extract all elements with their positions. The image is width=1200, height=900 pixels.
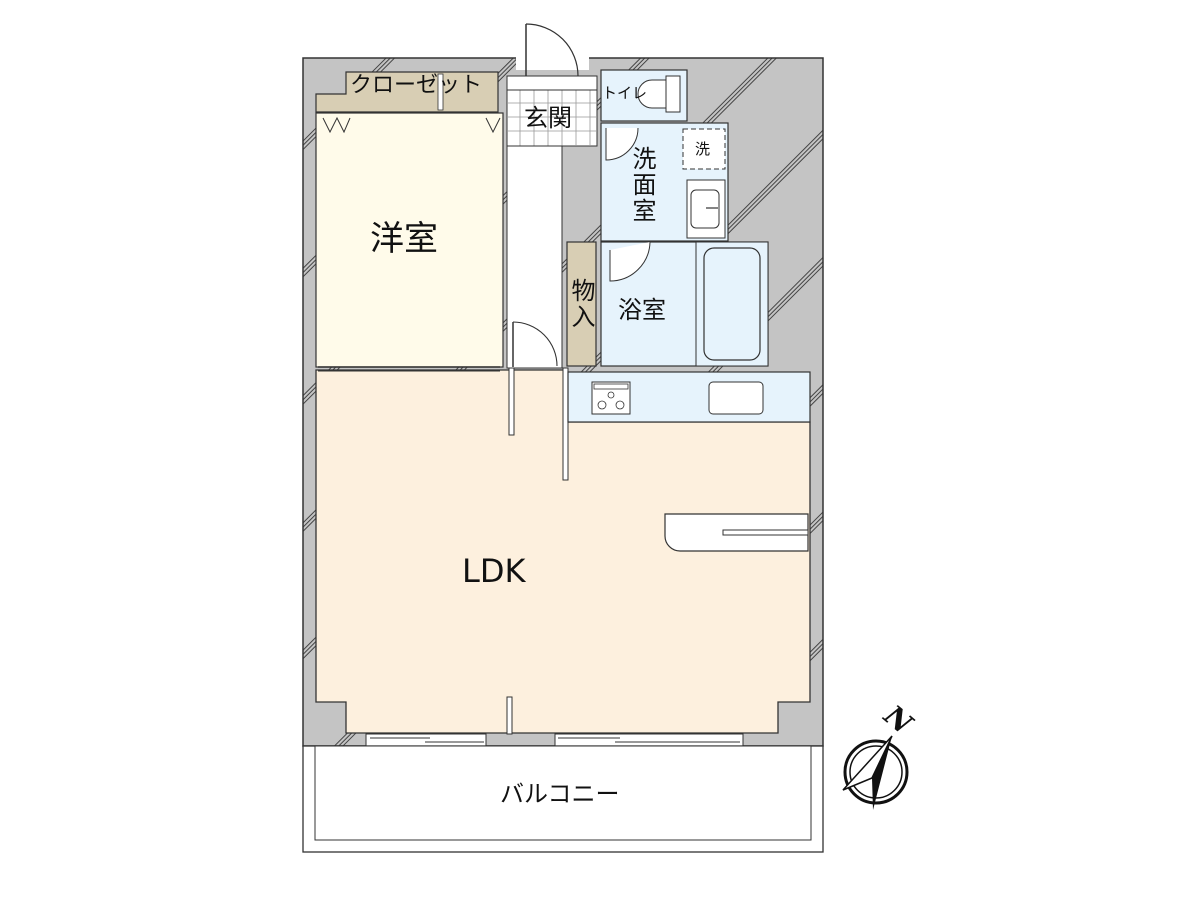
- western-room-label: 洋室: [370, 219, 438, 259]
- balcony: [302, 745, 824, 853]
- bathroom: [600, 241, 769, 367]
- bathroom-label: 浴室: [618, 296, 666, 324]
- storage-label: 物入: [567, 278, 595, 330]
- washroom-label: 洗面室: [628, 146, 656, 224]
- hall-door: [512, 321, 558, 367]
- counter-bar: [664, 513, 809, 552]
- closet: [315, 71, 499, 113]
- washroom: [600, 122, 729, 242]
- entrance-label: 玄関: [524, 104, 572, 132]
- storage: [566, 241, 597, 367]
- balcony-windows: [365, 733, 744, 747]
- kitchen-counter: [567, 371, 811, 423]
- western-room: [315, 112, 504, 368]
- ldk: [315, 366, 811, 735]
- ldk-label: LDK: [462, 552, 526, 590]
- entrance: [506, 23, 598, 147]
- north-arrow-icon: [842, 735, 909, 810]
- toilet-room: [600, 69, 688, 122]
- closet-label: クローゼット: [350, 73, 483, 98]
- hallway: [506, 145, 563, 369]
- washer-space-label: 洗: [695, 140, 711, 158]
- balcony-label: バルコニー: [500, 780, 620, 808]
- toilet-label: トイレ: [602, 84, 648, 102]
